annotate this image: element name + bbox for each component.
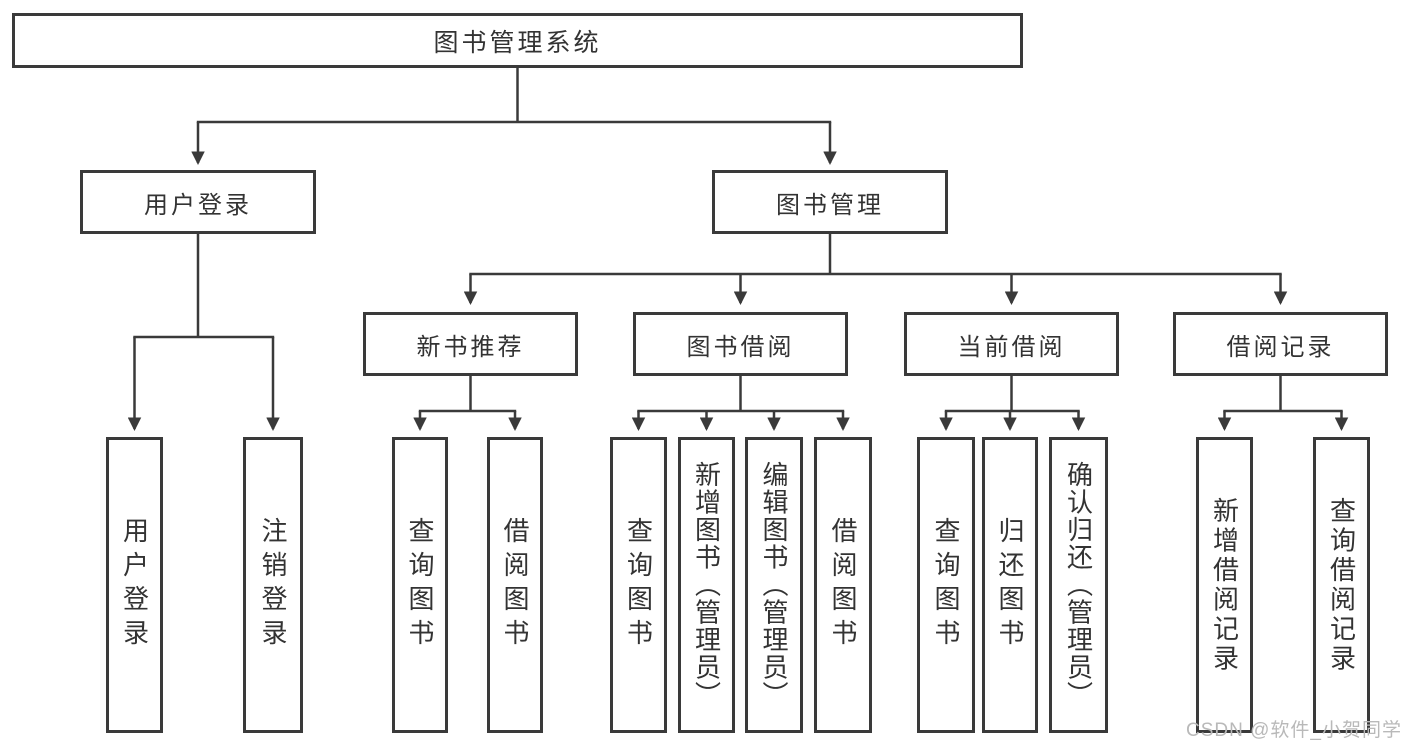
node-label: 编辑图书（管理员） — [759, 461, 789, 709]
node-label: 确认归还（管理员） — [1063, 461, 1094, 709]
node-user-login: 用户登录 — [80, 170, 316, 234]
leaf-add-book-admin: 新增图书（管理员） — [678, 437, 735, 733]
node-new-book-recommend: 新书推荐 — [363, 312, 578, 376]
node-label: 当前借阅 — [957, 333, 1066, 361]
node-label: 注销登录 — [258, 517, 288, 653]
node-root: 图书管理系统 — [12, 13, 1023, 68]
leaf-edit-book-admin: 编辑图书（管理员） — [745, 437, 803, 733]
node-label: 图书借阅 — [686, 333, 795, 361]
node-label: 归还图书 — [995, 517, 1025, 653]
leaf-confirm-return-admin: 确认归还（管理员） — [1049, 437, 1108, 733]
leaf-borrow-books-borrowing: 借阅图书 — [814, 437, 872, 733]
leaf-logout: 注销登录 — [243, 437, 303, 733]
node-label: 图书管理系统 — [433, 28, 602, 57]
node-label: 借阅图书 — [500, 517, 530, 653]
node-label: 新增图书（管理员） — [691, 461, 722, 709]
node-current-borrowing: 当前借阅 — [904, 312, 1119, 376]
node-label: 借阅记录 — [1226, 333, 1335, 361]
leaf-borrow-books-recommend: 借阅图书 — [487, 437, 543, 733]
leaf-add-borrow-record: 新增借阅记录 — [1196, 437, 1253, 733]
node-label: 查询图书 — [931, 517, 961, 653]
leaf-user-login: 用户登录 — [106, 437, 163, 733]
leaf-query-books-borrowing: 查询图书 — [610, 437, 667, 733]
node-label: 查询图书 — [623, 517, 654, 653]
node-label: 图书管理 — [776, 191, 884, 219]
node-borrowing-records: 借阅记录 — [1173, 312, 1388, 376]
leaf-query-books-recommend: 查询图书 — [392, 437, 448, 733]
node-label: 用户登录 — [144, 191, 252, 219]
node-label: 新书推荐 — [416, 333, 525, 361]
node-label: 借阅图书 — [828, 517, 858, 653]
node-book-borrowing: 图书借阅 — [633, 312, 848, 376]
node-label: 查询借阅记录 — [1326, 496, 1357, 674]
csdn-watermark: CSDN @软件_小贺同学 — [1186, 720, 1402, 741]
leaf-query-books-current: 查询图书 — [917, 437, 975, 733]
node-book-management: 图书管理 — [712, 170, 948, 234]
node-label: 新增借阅记录 — [1209, 496, 1240, 674]
node-label: 用户登录 — [119, 517, 150, 653]
node-label: 查询图书 — [405, 517, 435, 653]
leaf-return-books: 归还图书 — [982, 437, 1038, 733]
leaf-query-borrow-record: 查询借阅记录 — [1313, 437, 1370, 733]
